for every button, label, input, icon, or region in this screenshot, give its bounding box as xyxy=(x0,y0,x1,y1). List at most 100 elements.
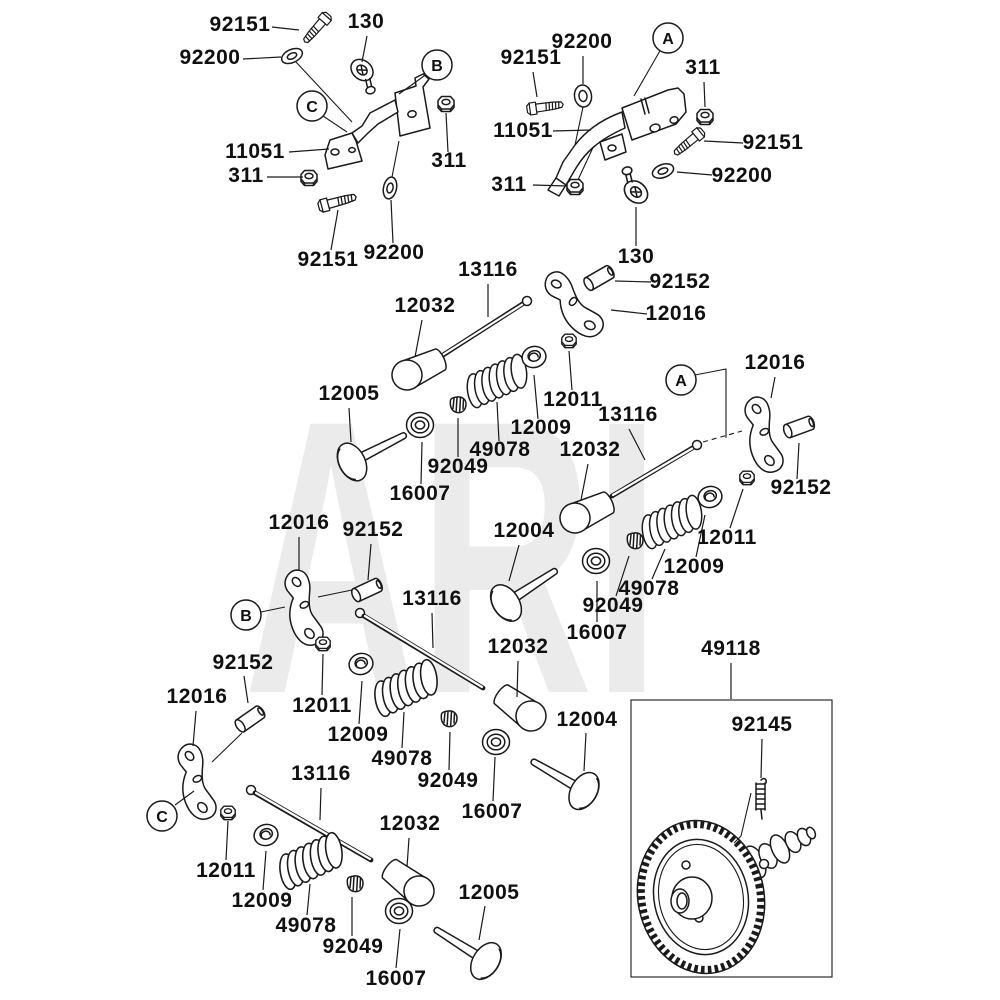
callout-b-12009: 12009 xyxy=(328,723,389,746)
callout-c-12011: 12011 xyxy=(196,859,256,882)
callout-a-92049: 92049 xyxy=(583,594,644,617)
callout-in-12032: 12032 xyxy=(395,294,456,317)
balloon-c-top: C xyxy=(296,90,348,133)
bolt-92151 xyxy=(670,125,708,160)
pivot-92152 xyxy=(781,414,817,440)
callout-in-13116: 13116 xyxy=(458,258,518,281)
bolt-130 xyxy=(341,54,389,100)
callout-b-49078: 49078 xyxy=(372,747,433,770)
callout-b-16007: 16007 xyxy=(462,800,523,823)
callout-cam-49118: 49118 xyxy=(701,637,761,660)
pushrod-tip xyxy=(521,295,533,307)
balloon-a-mid: A xyxy=(665,364,727,438)
part-labels: 92151 130 92200 11051 311 92151 92200 31… xyxy=(167,10,832,990)
spring-seat-16007 xyxy=(581,547,611,575)
balloon-b-mid-label: B xyxy=(240,608,252,625)
callout-tr-130: 130 xyxy=(618,245,655,268)
callout-in-12009: 12009 xyxy=(511,416,572,439)
leader-lines xyxy=(192,26,800,969)
callout-tr-92200-b: 92200 xyxy=(712,164,773,187)
collet-92049 xyxy=(440,710,458,728)
spring-retainer-12009 xyxy=(250,821,282,849)
callout-tr-92200: 92200 xyxy=(552,30,613,53)
callout-tr-311-b: 311 xyxy=(491,173,526,196)
balloon-b-top: B xyxy=(398,49,453,95)
callout-b-12011: 12011 xyxy=(292,694,352,717)
balloon-a-mid-label: A xyxy=(675,373,687,390)
bolt-92151 xyxy=(525,97,565,116)
callout-tr-92151: 92151 xyxy=(501,46,562,69)
lever-assembly-top-left xyxy=(211,9,455,763)
valve-group-center xyxy=(330,263,617,487)
balloon-c-bottom-label: C xyxy=(156,809,168,826)
callout-a-12011: 12011 xyxy=(697,526,757,549)
callout-a-16007: 16007 xyxy=(567,621,628,644)
valve-12005 xyxy=(423,911,509,986)
callout-a-12032: 12032 xyxy=(560,438,621,461)
callout-cam-92145: 92145 xyxy=(732,713,793,736)
spring-seat-16007 xyxy=(405,411,435,439)
washer-92200 xyxy=(278,44,306,68)
adjuster-nut-12011 xyxy=(739,470,755,486)
callout-in-12016: 12016 xyxy=(646,302,707,325)
reference-balloons: B C A A B C xyxy=(146,22,727,832)
callout-a-12004: 12004 xyxy=(494,519,555,542)
bolt-92151 xyxy=(299,9,334,47)
callout-tr-92151-b: 92151 xyxy=(743,131,804,154)
valve-group-b xyxy=(269,565,607,816)
valve-spring-49078 xyxy=(267,826,355,896)
bolt-92151 xyxy=(316,189,359,214)
balloon-a-top: A xyxy=(633,22,684,97)
detail-box xyxy=(630,699,833,978)
balloon-c-bottom: C xyxy=(146,790,195,832)
callout-c-16007: 16007 xyxy=(366,967,427,990)
washer-92200 xyxy=(380,175,400,201)
callout-in-92049: 92049 xyxy=(428,455,489,478)
callout-tl-92151: 92151 xyxy=(210,13,271,36)
valve-group-c xyxy=(162,703,509,986)
callout-tl-92200: 92200 xyxy=(180,46,241,69)
callout-tl-311: 311 xyxy=(228,164,263,187)
nut-311 xyxy=(437,95,455,113)
spring-clip-92145 xyxy=(733,777,767,844)
callout-tr-311: 311 xyxy=(685,56,720,79)
callout-c-12032: 12032 xyxy=(380,812,441,835)
callout-tl-92151-b: 92151 xyxy=(298,248,359,271)
washer-92200 xyxy=(572,83,594,109)
callout-c-49078: 49078 xyxy=(276,914,337,937)
spring-seat-16007 xyxy=(384,897,414,925)
callout-c-92152: 92152 xyxy=(213,651,274,674)
callout-c-12005: 12005 xyxy=(459,881,520,904)
callout-in-92152: 92152 xyxy=(650,270,711,293)
callout-c-12016: 12016 xyxy=(167,685,228,708)
callout-tl-130: 130 xyxy=(348,10,385,33)
callout-in-12011: 12011 xyxy=(543,388,603,411)
callout-tl-311-b: 311 xyxy=(431,149,466,172)
callout-in-49078: 49078 xyxy=(470,438,531,461)
callout-a-92152: 92152 xyxy=(771,476,832,499)
callout-a-13116: 13116 xyxy=(598,403,658,426)
balloon-b-mid: B xyxy=(230,599,286,631)
collet-92049 xyxy=(449,396,467,414)
nut-311 xyxy=(300,169,318,187)
valve-group-a xyxy=(483,392,817,628)
callout-c-92049: 92049 xyxy=(323,935,384,958)
pivot-92152 xyxy=(581,263,617,293)
lever-11051 xyxy=(324,73,431,170)
callout-tr-11051: 11051 xyxy=(493,119,553,142)
balloon-a-top-label: A xyxy=(662,31,674,48)
callout-b-92049: 92049 xyxy=(418,769,479,792)
callout-b-12032: 12032 xyxy=(488,635,549,658)
washer-92200 xyxy=(649,160,677,182)
adjuster-nut-12011 xyxy=(315,636,331,652)
balloon-b-top-label: B xyxy=(431,58,443,75)
callout-in-12005: 12005 xyxy=(319,382,380,405)
callout-in-16007: 16007 xyxy=(390,482,451,505)
balloon-c-top-label: C xyxy=(306,99,318,116)
callout-a-12016: 12016 xyxy=(745,351,806,374)
collet-92049 xyxy=(346,875,364,893)
callout-tl-92200-b: 92200 xyxy=(364,241,425,264)
callout-b-13116: 13116 xyxy=(402,587,462,610)
